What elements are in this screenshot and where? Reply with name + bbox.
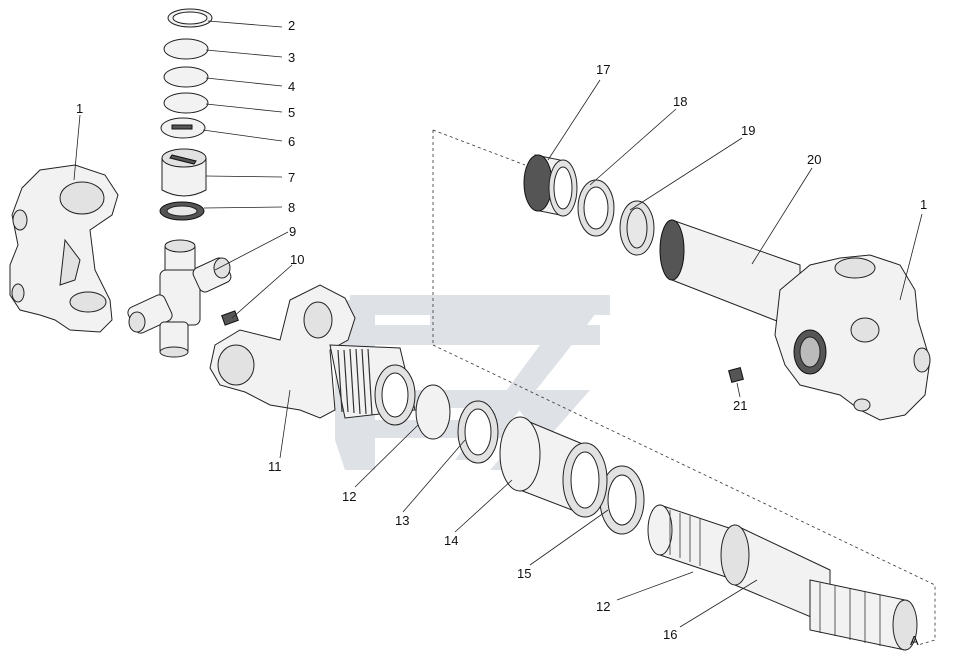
seal-ring-13	[457, 400, 499, 464]
callout-17: 17	[596, 62, 610, 77]
callout-4: 4	[288, 79, 295, 94]
ring-18	[577, 179, 615, 237]
callout-19: 19	[741, 123, 755, 138]
assembly-guide-lines	[432, 129, 936, 646]
seal-19	[619, 200, 655, 256]
callout-11: 11	[268, 459, 282, 474]
sleeve-14	[499, 416, 608, 518]
callout-20: 20	[807, 152, 821, 167]
callout-8: 8	[288, 200, 295, 215]
callout-labels: 1 2 3 4 5 6 7 8 9 10 11 12 13 14 15 12 1…	[76, 18, 927, 648]
yoke-flange-right	[774, 254, 931, 421]
callout-18: 18	[673, 94, 687, 109]
yoke-thread	[337, 348, 373, 416]
callout-21: 21	[733, 398, 747, 413]
view-marker-a: A	[910, 633, 919, 648]
callout-1-left: 1	[76, 101, 83, 116]
callout-9: 9	[289, 224, 296, 239]
shim-4	[163, 66, 209, 88]
threaded-nut-17	[523, 154, 578, 217]
bearing-cup-7	[161, 157, 207, 197]
callout-16: 16	[663, 627, 677, 642]
callout-13: 13	[395, 513, 409, 528]
shim-5	[163, 92, 209, 114]
plug-21	[728, 367, 744, 383]
leader-lines	[73, 20, 923, 628]
shaft-tube-20	[659, 219, 801, 331]
callout-14: 14	[444, 533, 458, 548]
grease-fitting	[221, 310, 239, 326]
callout-12-upper: 12	[342, 489, 356, 504]
callout-12-lower: 12	[596, 599, 610, 614]
washer-15	[599, 465, 645, 535]
retaining-ring-12	[415, 384, 451, 440]
slip-yoke	[209, 284, 416, 426]
callout-10: 10	[290, 252, 304, 267]
splined-shaft-16	[647, 504, 918, 651]
callout-1-right: 1	[920, 197, 927, 212]
shim-3	[163, 38, 209, 60]
callout-3: 3	[288, 50, 295, 65]
callout-15: 15	[517, 566, 531, 581]
yoke-flange-left	[9, 164, 119, 333]
universal-joint-cross	[127, 239, 232, 358]
callout-5: 5	[288, 105, 295, 120]
callout-6: 6	[288, 134, 295, 149]
callout-2: 2	[288, 18, 295, 33]
bearing-stack	[159, 8, 213, 221]
shaft-splines	[669, 510, 881, 646]
callout-7: 7	[288, 170, 295, 185]
